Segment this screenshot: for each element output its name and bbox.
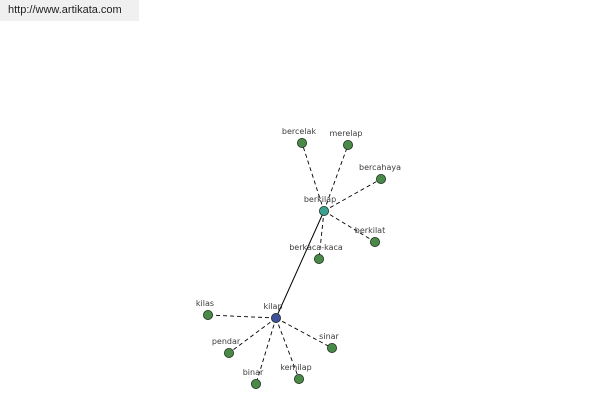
- node-label-kemilap: kemilap: [280, 363, 312, 372]
- node-kilap[interactable]: [270, 312, 281, 323]
- node-kemilap[interactable]: [293, 373, 304, 384]
- edge-berkilap-berkilat: [323, 210, 376, 243]
- edge-kilap-pendar: [228, 317, 277, 354]
- source-bar: http://www.artikata.com: [0, 0, 139, 21]
- node-label-merelap: merelap: [330, 129, 363, 138]
- node-berkilat[interactable]: [369, 236, 380, 247]
- labels-layer: kilap berkilap kilas pendar binar kemilap sina…: [196, 127, 401, 377]
- node-pendar[interactable]: [223, 347, 234, 358]
- node-label-kilap: kilap: [263, 302, 282, 311]
- node-berkaca-kaca[interactable]: [313, 253, 324, 264]
- node-bercahaya[interactable]: [375, 173, 386, 184]
- edge-berkilap-merelap: [323, 144, 349, 212]
- node-label-kilas: kilas: [196, 299, 214, 308]
- edge-berkilap-bercelak: [301, 142, 325, 212]
- node-label-berkilap: berkilap: [304, 195, 336, 204]
- nodes-layer: [202, 137, 386, 389]
- edge-kilap-berkilap: [275, 210, 325, 319]
- node-kilas[interactable]: [202, 309, 213, 320]
- edge-berkilap-bercahaya: [323, 178, 382, 212]
- node-label-pendar: pendar: [212, 337, 241, 346]
- source-link[interactable]: http://www.artikata.com: [8, 4, 122, 16]
- edge-kilap-sinar: [275, 317, 333, 349]
- node-label-bercahaya: bercahaya: [359, 163, 401, 172]
- node-binar[interactable]: [250, 378, 261, 389]
- edges-layer: [207, 142, 382, 385]
- node-berkilap[interactable]: [318, 205, 329, 216]
- edge-berkilap-berkaca-kaca: [318, 210, 325, 260]
- edge-kilap-kilas: [207, 314, 277, 319]
- edge-kilap-binar: [255, 317, 277, 385]
- node-bercelak[interactable]: [296, 137, 307, 148]
- node-label-sinar: sinar: [319, 332, 339, 341]
- node-sinar[interactable]: [326, 342, 337, 353]
- node-label-bercelak: bercelak: [282, 127, 317, 136]
- node-label-berkaca-kaca: berkaca-kaca: [289, 243, 343, 252]
- node-merelap[interactable]: [342, 139, 353, 150]
- edge-kilap-kemilap: [275, 317, 300, 380]
- node-label-binar: binar: [243, 368, 264, 377]
- node-label-berkilat: berkilat: [355, 226, 385, 235]
